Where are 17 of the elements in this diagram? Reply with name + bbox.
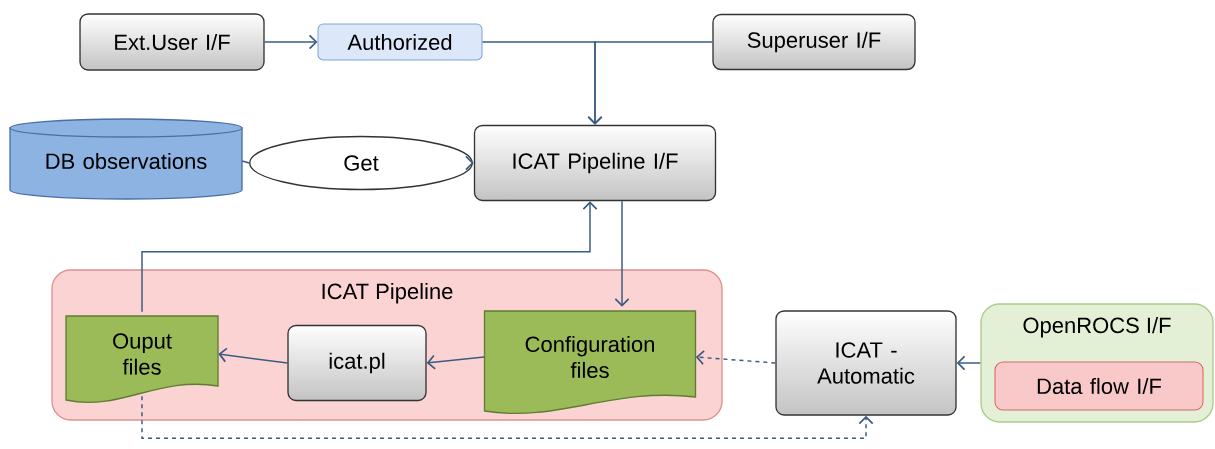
arrow	[614, 200, 630, 307]
arrow	[695, 350, 777, 366]
interface-box: Ext.User I/F	[79, 13, 265, 71]
arrow	[141, 395, 874, 439]
arrow	[141, 201, 598, 313]
script-box: icat.pl	[287, 324, 427, 402]
arrow	[426, 354, 485, 370]
process-box: ICAT - Automatic	[775, 310, 957, 416]
interface-box: Superuser I/F	[712, 13, 916, 71]
arrow	[587, 41, 714, 125]
status-box: Authorized	[317, 23, 483, 61]
database-cylinder: DB observations	[9, 118, 243, 200]
interface-box: ICAT Pipeline I/F	[473, 124, 717, 202]
arrow	[263, 34, 318, 50]
interface-box: Data flow I/F	[994, 361, 1204, 411]
arrow	[956, 355, 982, 371]
arrow	[218, 347, 289, 364]
